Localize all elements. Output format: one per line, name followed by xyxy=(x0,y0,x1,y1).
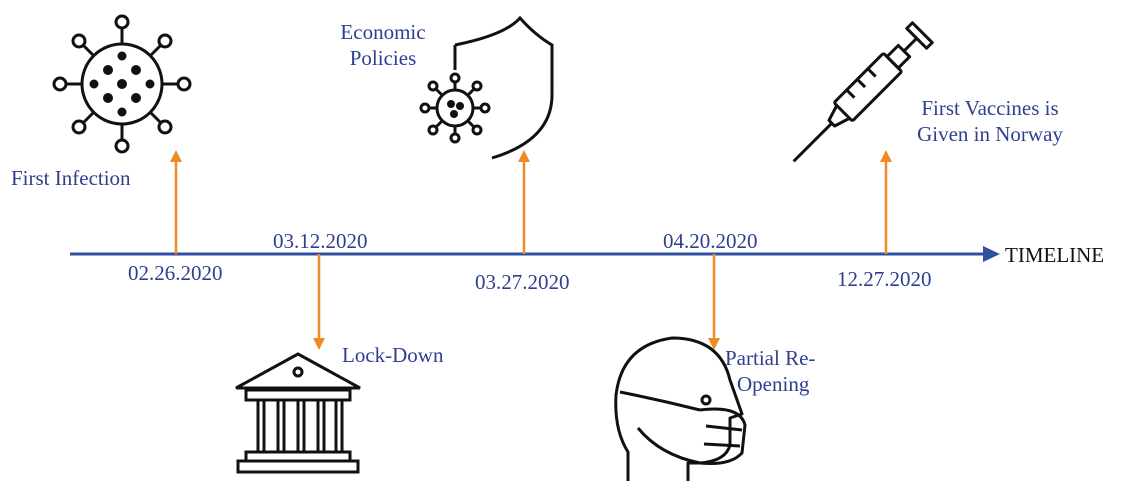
event-label-first-vaccines-line2: Given in Norway xyxy=(917,122,1063,146)
event-date-03-12-2020: 03.12.2020 xyxy=(273,229,368,253)
event-label-economic-policies-line2: Policies xyxy=(349,46,417,70)
event-date-12-27-2020: 12.27.2020 xyxy=(837,267,932,291)
timeline-axis xyxy=(70,246,1000,262)
event-label-partial-reopening-line2: Opening xyxy=(737,372,810,396)
event-label-first-vaccines: First Vaccines is Given in Norway xyxy=(890,95,1090,147)
timeline-axis-label: TIMELINE xyxy=(1005,243,1105,267)
masked-head-icon xyxy=(614,336,747,481)
event-arrows xyxy=(170,150,892,350)
event-date-03-27-2020: 03.27.2020 xyxy=(475,270,570,294)
event-label-first-infection: First Infection xyxy=(11,166,131,190)
event-label-lock-down: Lock-Down xyxy=(342,343,444,367)
syringe-icon xyxy=(792,21,934,163)
axis-arrowhead-icon xyxy=(983,246,1000,262)
event-date-02-26-2020: 02.26.2020 xyxy=(128,261,223,285)
event-label-first-vaccines-line1: First Vaccines is xyxy=(921,96,1059,120)
event-label-economic-policies-line1: Economic xyxy=(340,20,426,44)
shield-virus-icon xyxy=(419,15,554,160)
event-label-partial-reopening: Partial Re- Opening xyxy=(725,345,815,397)
event-date-04-20-2020: 04.20.2020 xyxy=(663,229,758,253)
event-label-partial-reopening-line1: Partial Re- xyxy=(725,346,816,370)
government-building-icon xyxy=(235,352,361,474)
event-label-economic-policies: Economic Policies xyxy=(318,19,448,71)
virus-icon xyxy=(52,14,192,154)
